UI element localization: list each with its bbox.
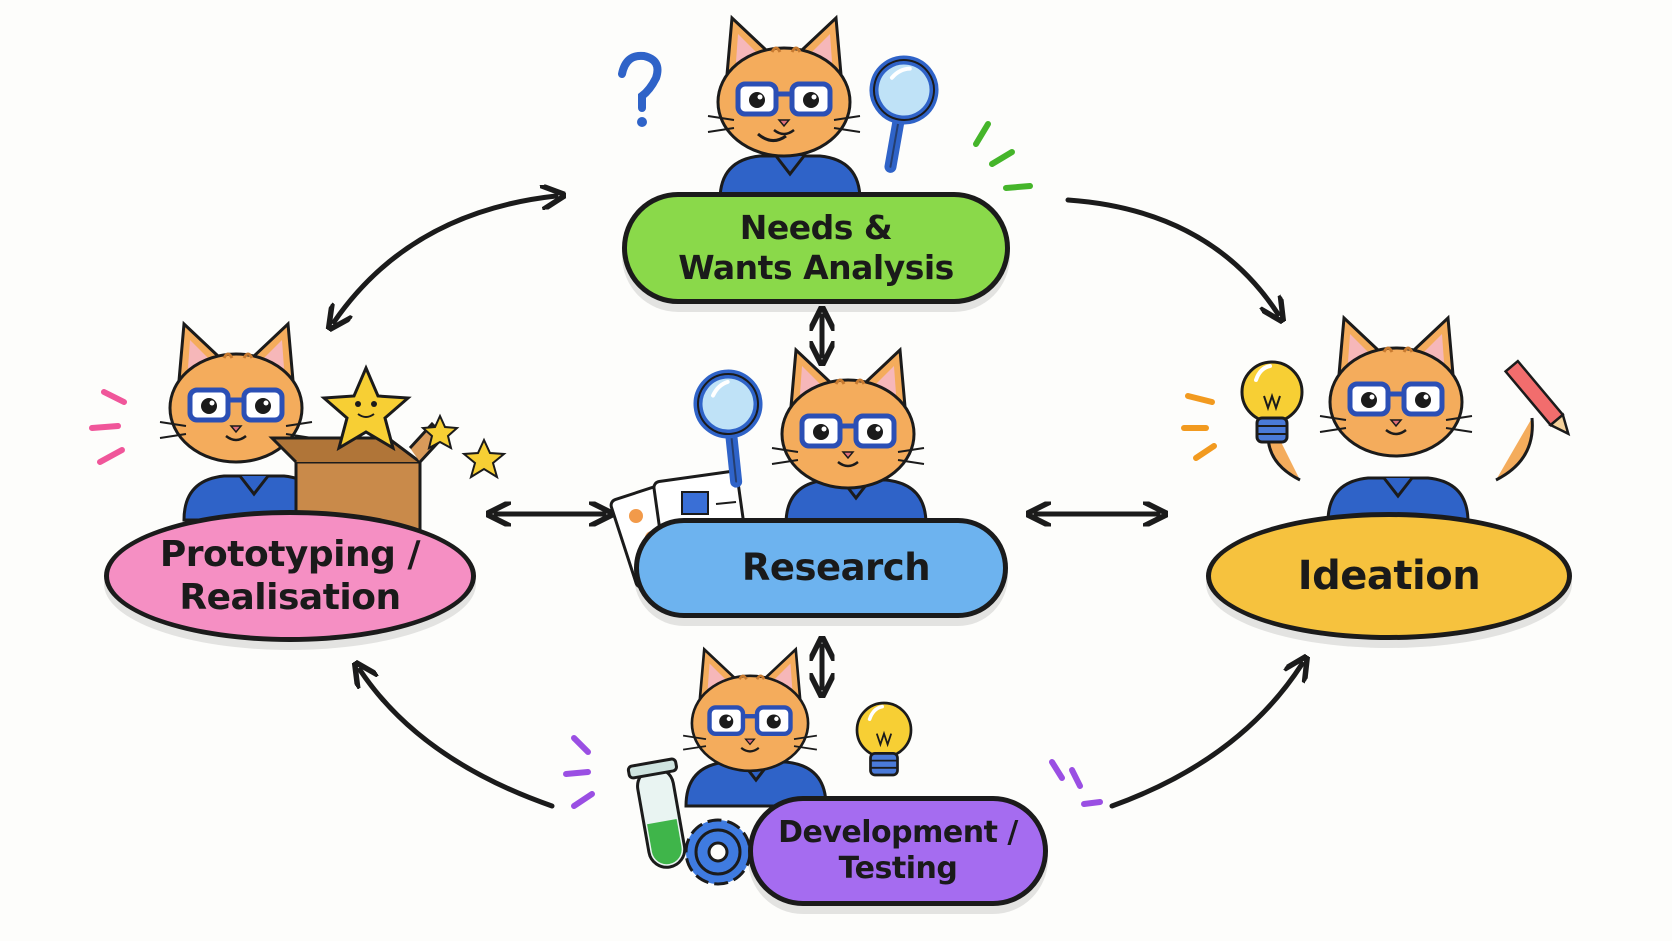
sparkle-marks <box>1181 393 1217 461</box>
node-label: Prototyping / Realisation <box>159 533 421 618</box>
node-development-testing[interactable]: Development / Testing <box>748 796 1048 906</box>
node-ideation[interactable]: Ideation <box>1206 512 1572 640</box>
question-mark-icon <box>618 51 662 127</box>
prototyping-mascot <box>89 324 507 534</box>
small-stars <box>420 413 507 480</box>
node-label: Research <box>741 545 931 589</box>
node-prototyping-realisation[interactable]: Prototyping / Realisation <box>104 510 476 642</box>
node-label: Needs & Wants Analysis <box>678 208 954 287</box>
star-icon <box>320 364 412 452</box>
arrow-needs-to-ideation <box>1065 197 1278 314</box>
pencil-icon <box>1503 359 1571 437</box>
sparkle-marks <box>563 735 1103 809</box>
gear-icon <box>684 818 752 886</box>
node-needs-wants-analysis[interactable]: Needs & Wants Analysis <box>622 192 1010 304</box>
connectors <box>334 196 1302 809</box>
node-research[interactable]: Research <box>634 518 1008 618</box>
node-label: Development / Testing <box>778 815 1018 886</box>
arrow-dev-to-ideation <box>1109 664 1302 809</box>
arrow-prototyping-needs <box>334 196 556 322</box>
test-tube-icon <box>626 757 687 869</box>
lightbulb-icon <box>1240 360 1304 444</box>
sparkle-marks <box>973 121 1033 191</box>
arrow-dev-to-prototyping <box>360 670 555 809</box>
needs-mascot <box>618 18 1033 202</box>
magnifying-glass-icon <box>861 55 939 172</box>
lightbulb-icon <box>855 701 913 777</box>
sparkle-marks <box>89 389 127 465</box>
ideation-mascot <box>1181 318 1571 524</box>
magnifying-glass-icon <box>695 371 766 485</box>
node-label: Ideation <box>1297 553 1481 599</box>
